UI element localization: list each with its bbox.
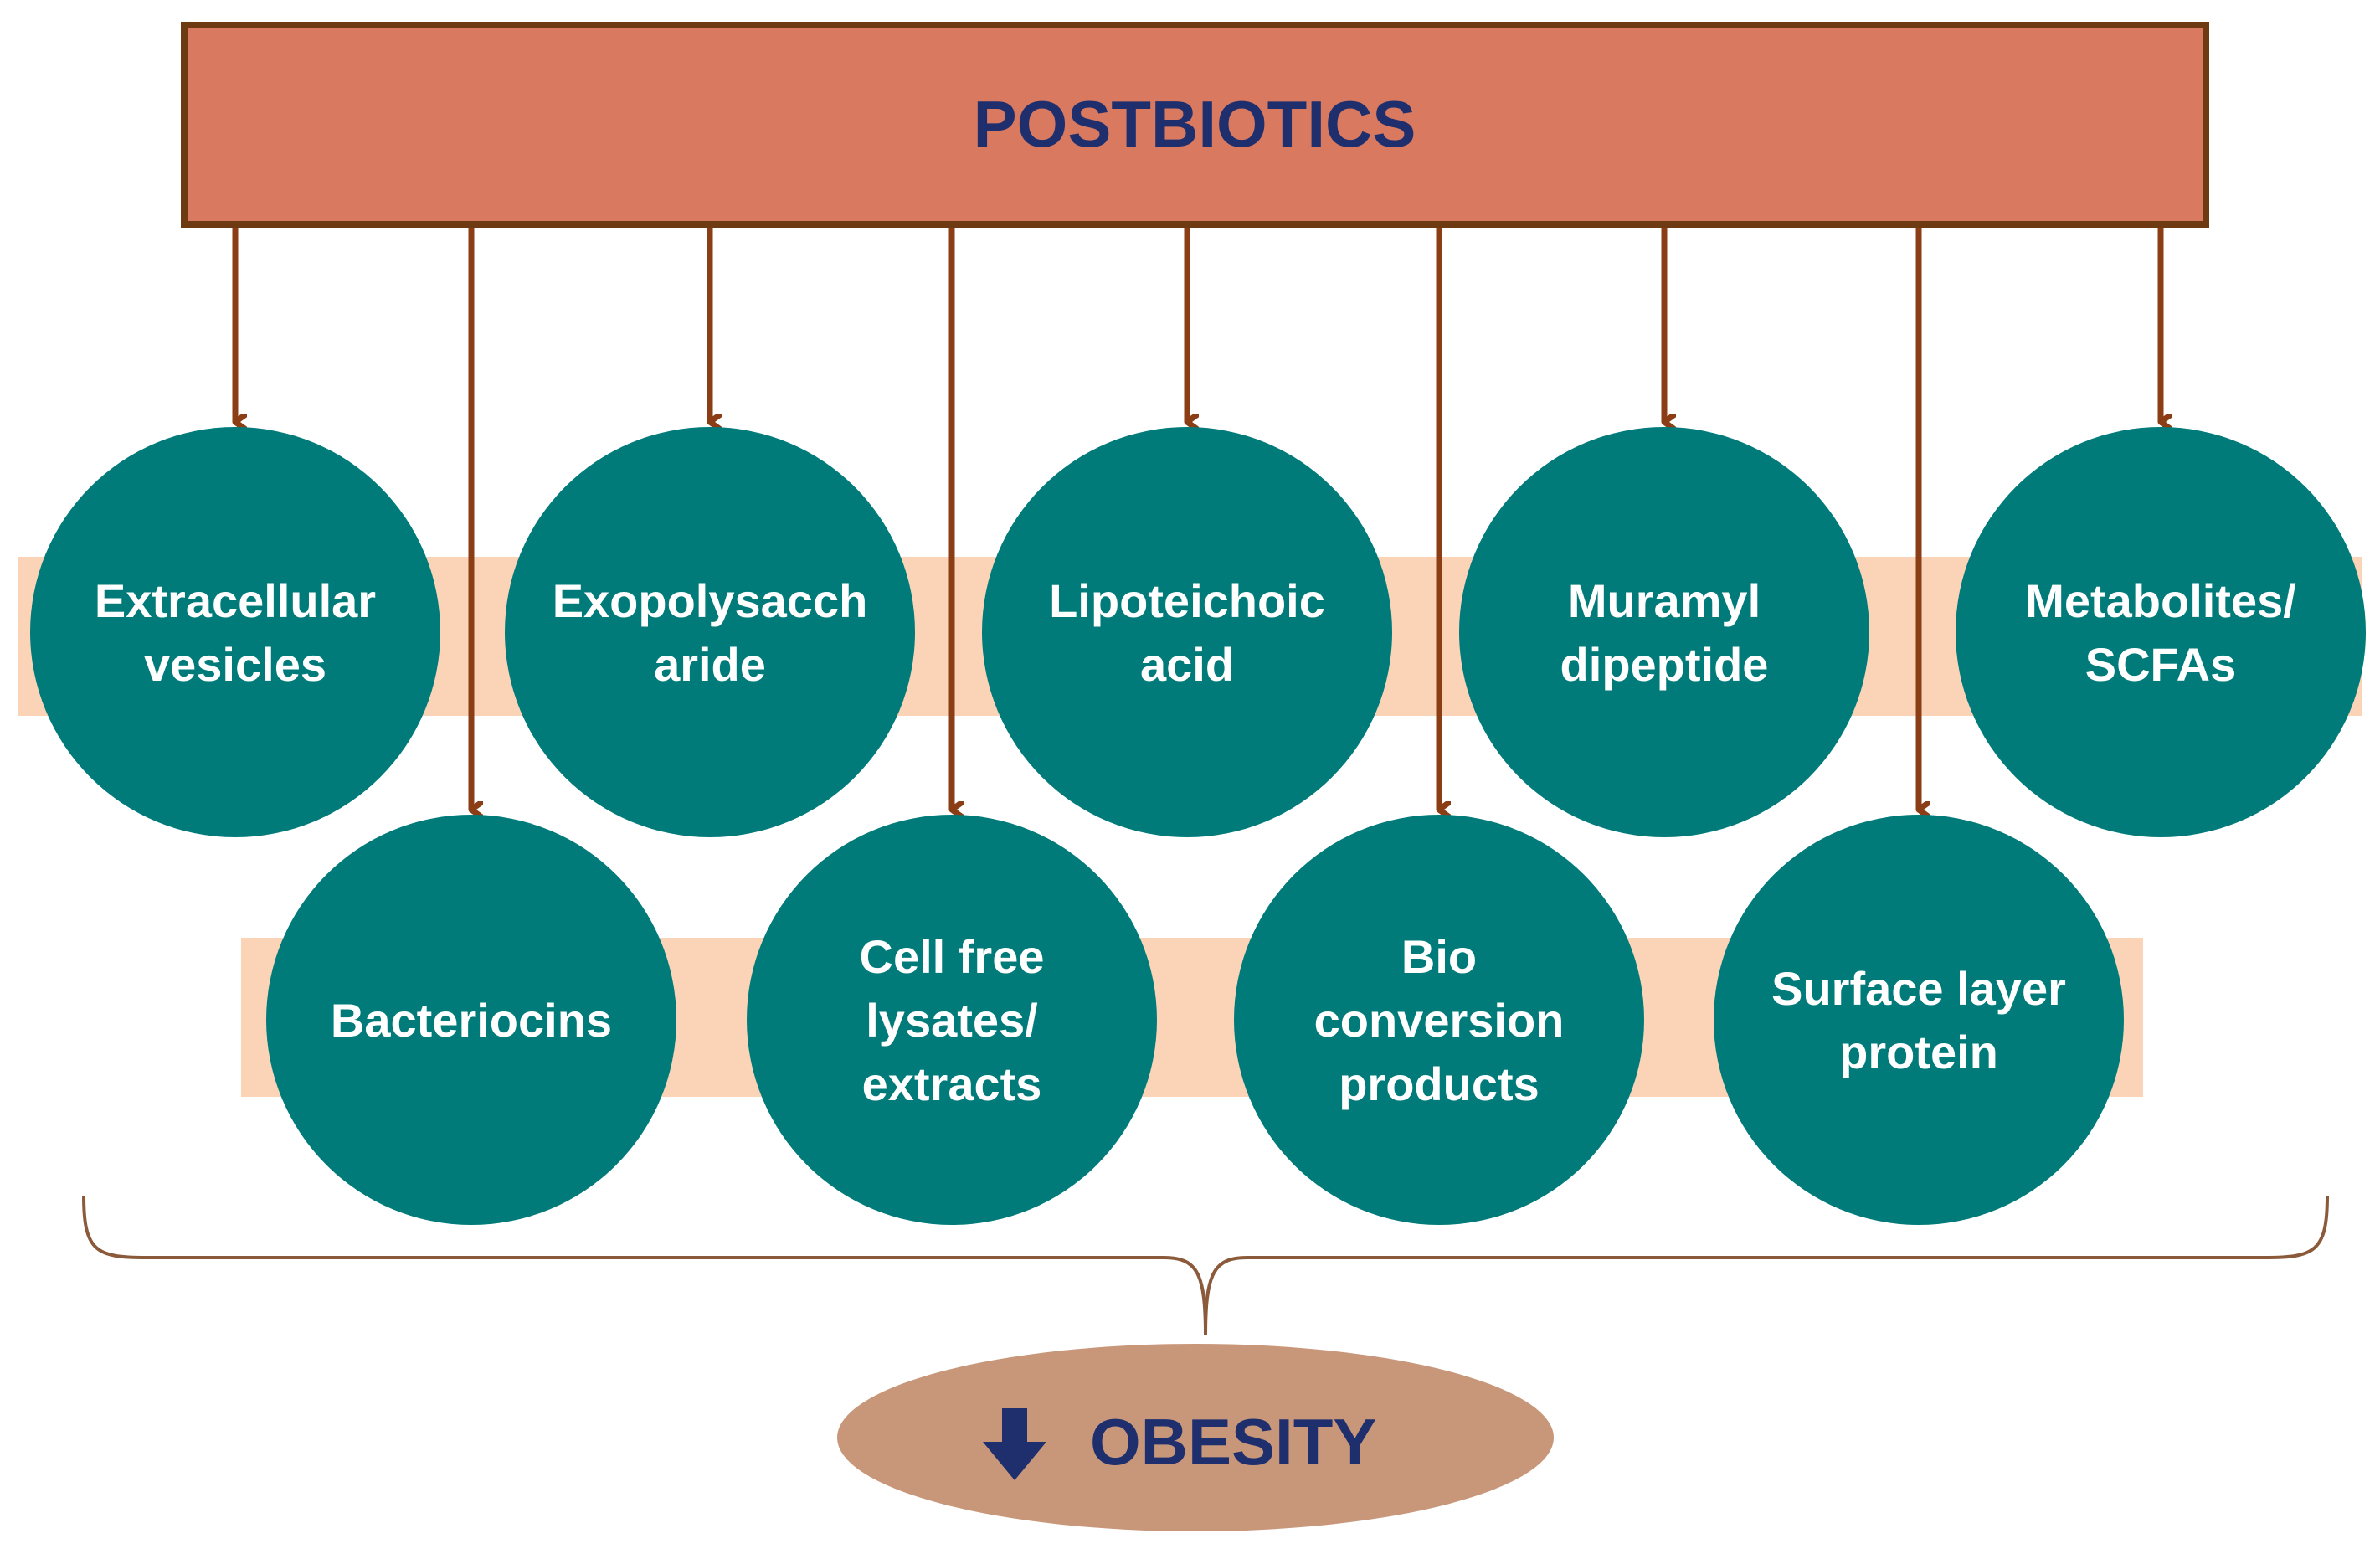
node-surface-layer-protein: Surface layer protein: [1714, 815, 2124, 1225]
node-bio-conversion-products: Bio conversion products: [1234, 815, 1644, 1225]
cell-free-lysates-label-line: Cell free: [860, 930, 1045, 983]
circles-layer: Extracellular vesicles Exopolysacch aride Li…: [30, 427, 2366, 1225]
metabolites-scfas-label-line: SCFAs: [2085, 638, 2237, 691]
postbiotics-title: POSTBIOTICS: [974, 87, 1416, 161]
node-bacteriocins: Bacteriocins: [266, 815, 676, 1225]
metabolites-scfas-circle: [1956, 427, 2366, 837]
cell-free-lysates-circle: [747, 815, 1157, 1225]
surface-layer-protein-label-line: Surface layer: [1771, 962, 2066, 1015]
lipoteichoic-acid-circle: [982, 427, 1392, 837]
muramyl-dipeptide-label-line: Muramyl: [1568, 574, 1761, 627]
muramyl-dipeptide-label-line: dipeptide: [1560, 638, 1769, 691]
lipoteichoic-acid-label-line: Lipoteichoic: [1049, 574, 1325, 627]
node-extracellular-vesicles: Extracellular vesicles: [30, 427, 440, 837]
postbiotics-header-box: [181, 22, 2209, 228]
bio-conversion-products-label-line: products: [1339, 1057, 1540, 1110]
extracellular-vesicles-circle: [30, 427, 440, 837]
lipoteichoic-acid-label-line: acid: [1140, 638, 1234, 691]
arrows-layer: [232, 224, 2161, 810]
node-lipoteichoic-acid: Lipoteichoic acid: [982, 427, 1392, 837]
bio-conversion-products-label-line: conversion: [1314, 994, 1565, 1047]
cell-free-lysates-label-line: lysates/: [866, 994, 1038, 1047]
obesity-label: OBESITY: [1090, 1405, 1376, 1479]
bio-conversion-products-label-line: Bio: [1401, 930, 1477, 983]
node-cell-free-lysates: Cell free lysates/extracts: [747, 815, 1157, 1225]
exopolysaccharide-circle: [505, 427, 915, 837]
cell-free-lysates-label-line: extracts: [862, 1057, 1042, 1110]
exopolysaccharide-label-line: aride: [654, 638, 766, 691]
extracellular-vesicles-label-line: vesicles: [144, 638, 326, 691]
muramyl-dipeptide-circle: [1459, 427, 1869, 837]
exopolysaccharide-label-line: Exopolysacch: [553, 574, 868, 627]
down-arrow-icon: [983, 1408, 1046, 1480]
bio-conversion-products-circle: [1234, 815, 1644, 1225]
node-metabolites-scfas: Metabolites/SCFAs: [1956, 427, 2366, 837]
grouping-brace: [82, 1195, 2329, 1336]
obesity-ellipse: [837, 1344, 1554, 1531]
bacteriocins-label-line: Bacteriocins: [331, 994, 612, 1047]
node-muramyl-dipeptide: Muramyl dipeptide: [1459, 427, 1869, 837]
node-exopolysaccharide: Exopolysacch aride: [505, 427, 915, 837]
surface-layer-protein-circle: [1714, 815, 2124, 1225]
surface-layer-protein-label-line: protein: [1839, 1026, 1998, 1078]
metabolites-scfas-label-line: Metabolites/: [2025, 574, 2296, 627]
extracellular-vesicles-label-line: Extracellular: [95, 574, 376, 627]
bacteriocins-circle: [266, 815, 676, 1225]
